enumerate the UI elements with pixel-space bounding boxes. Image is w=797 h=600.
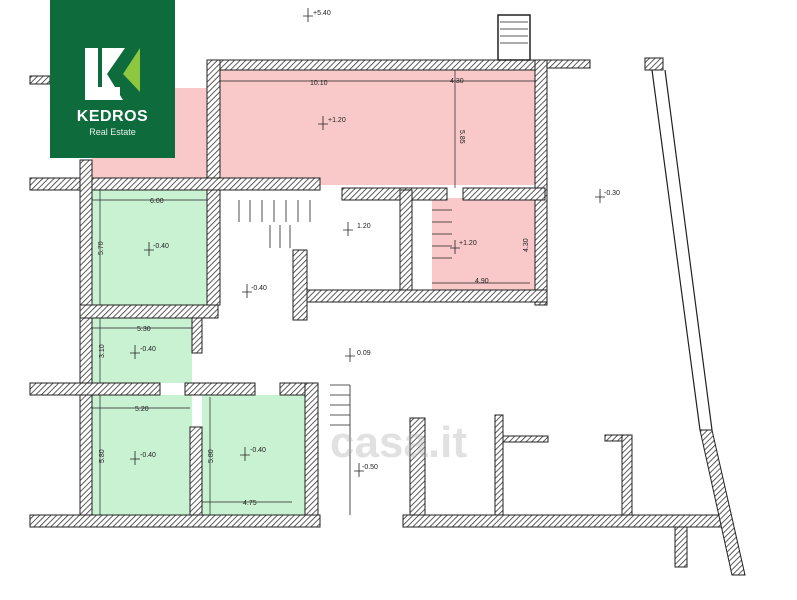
dimension-label: 6.00 — [150, 198, 164, 205]
kedros-logo: KEDROS Real Estate — [50, 0, 175, 158]
room-green-2 — [92, 318, 192, 383]
room-green-3 — [92, 395, 192, 515]
dimension-label: 5.30 — [137, 326, 151, 333]
elevation-label: -0.30 — [604, 190, 620, 197]
dimension-label: 5.20 — [135, 406, 149, 413]
elevation-label: -0.40 — [140, 452, 156, 459]
elevation-label: -0.40 — [250, 447, 266, 454]
watermark: casa.it — [330, 418, 467, 467]
dimension-label: 4.90 — [475, 278, 489, 285]
room-green-1 — [92, 190, 207, 305]
kedros-k-icon — [85, 48, 140, 100]
room-main-upper — [220, 70, 538, 185]
dimension-label: 5.85 — [458, 130, 465, 144]
dimension-label: 5.80 — [99, 449, 106, 463]
elevation-label: -0.40 — [153, 243, 169, 250]
dimension-label: 5.80 — [208, 449, 215, 463]
logo-brand: KEDROS — [76, 108, 149, 125]
dimension-label: 5.70 — [98, 241, 105, 255]
room-upper-right — [432, 198, 536, 290]
dimension-lines — [92, 70, 536, 515]
elevation-label: +5.40 — [313, 10, 331, 17]
dimension-labels: 10.10 4.30 5.85 6.00 5.70 4.90 4.30 5.30… — [98, 78, 530, 507]
dimension-label: 4.30 — [450, 78, 464, 85]
elevation-label: 0.09 — [357, 350, 371, 357]
elevation-label: 1.20 — [357, 223, 371, 230]
dimension-label: 4.30 — [523, 238, 530, 252]
elevation-label: +1.20 — [328, 117, 346, 124]
elevation-label: -0.50 — [362, 464, 378, 471]
elevation-label: -0.40 — [140, 346, 156, 353]
elevation-label: +1.20 — [459, 240, 477, 247]
elevation-label: -0.40 — [251, 285, 267, 292]
dimension-label: 3.10 — [99, 344, 106, 358]
dimension-label: 10.10 — [310, 80, 328, 87]
elevation-markers: +5.40 +1.20 1.20 +1.20 -0.40 -0.40 -0.30… — [130, 8, 620, 477]
logo-subtitle: Real Estate — [89, 127, 136, 137]
dimension-label: 4.75 — [243, 500, 257, 507]
room-green-4 — [202, 395, 305, 515]
walls — [29, 14, 746, 576]
green-areas — [92, 190, 305, 515]
